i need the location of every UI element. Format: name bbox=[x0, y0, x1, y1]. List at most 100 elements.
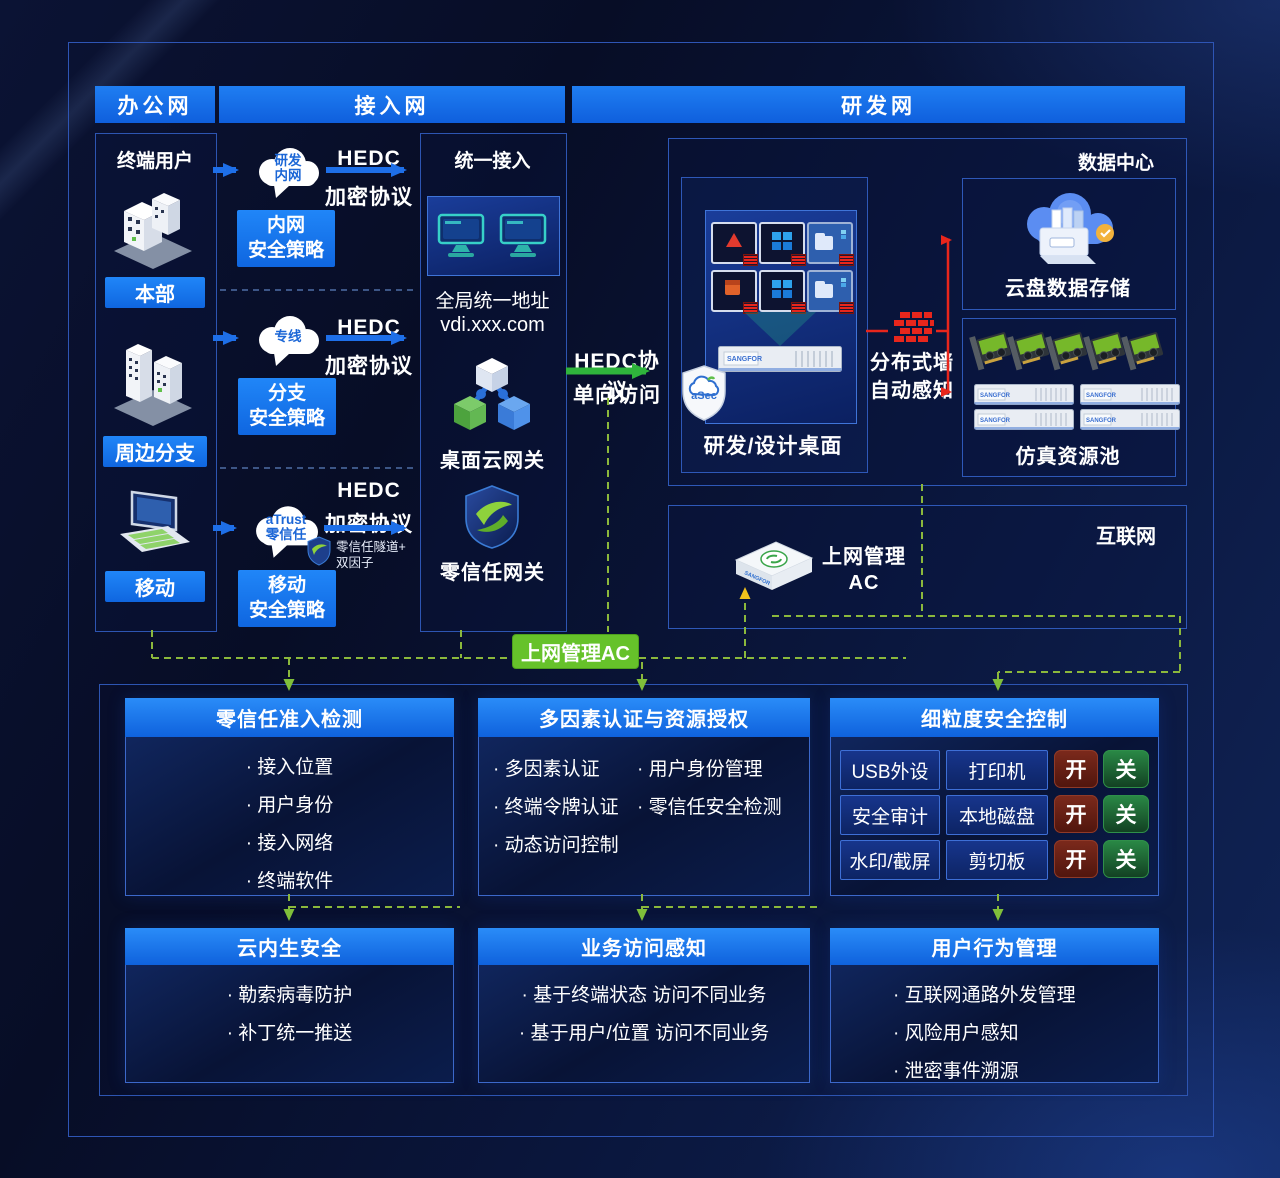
distributed-wall-line2: 自动感知 bbox=[870, 380, 954, 402]
desktop-cloud-gateway-label: 桌面云网关 bbox=[440, 450, 545, 472]
panel-zero-trust-admission: 零信任准入检测 接入位置 用户身份 接入网络 终端软件 bbox=[125, 698, 454, 896]
zero-trust-gateway-label: 零信任网关 bbox=[440, 562, 545, 584]
toggle-on-row3[interactable]: 开 bbox=[1054, 840, 1098, 878]
datacenter-label: 数据中心 bbox=[1077, 153, 1154, 174]
tunnel-note-line2: 双因子 bbox=[336, 556, 374, 570]
svg-text:SANGFOR: SANGFOR bbox=[980, 418, 1011, 424]
hedc-label-3: HEDC bbox=[337, 479, 401, 502]
tunnel-shield-icon bbox=[307, 536, 331, 566]
desktop-screen-folder-icon-2 bbox=[807, 270, 854, 314]
pool-server-icon: SANGFOR bbox=[974, 384, 1074, 405]
chip-printer: 打印机 bbox=[946, 750, 1048, 790]
list-item: 接入位置 bbox=[126, 752, 453, 779]
firewall-brick-icon bbox=[894, 312, 934, 342]
list-item: 终端软件 bbox=[126, 866, 453, 893]
global-address-label: 全局统一地址 bbox=[435, 291, 550, 312]
node-headquarters-label: 本部 bbox=[135, 284, 175, 306]
projection-beam bbox=[744, 312, 816, 346]
panel-mfa-authorization: 多因素认证与资源授权 多因素认证 终端令牌认证 动态访问控制 用户身份管理 零信… bbox=[478, 698, 810, 896]
list-item: 风险用户感知 bbox=[893, 1018, 1158, 1045]
list-item: 基于用户/位置 访问不同业务 bbox=[479, 1018, 809, 1045]
node-mobile: 移动 bbox=[105, 571, 205, 602]
list-item: 零信任安全检测 bbox=[637, 792, 809, 819]
toggle-off-row1[interactable]: 关 bbox=[1103, 750, 1149, 788]
toggle-off-row2[interactable]: 关 bbox=[1103, 795, 1149, 833]
mfa-right-list: 用户身份管理 零信任安全检测 bbox=[637, 754, 809, 830]
pool-server-icon-4: SANGFOR bbox=[1080, 409, 1180, 430]
branch-policy-box: 分支安全策略 bbox=[238, 378, 336, 435]
ac-label-line1: 上网管理 bbox=[822, 546, 906, 568]
header-rnd-label: 研发网 bbox=[841, 94, 916, 118]
intranet-cloud-icon: 研发内网 bbox=[250, 142, 326, 204]
intranet-cloud-line1: 研发 bbox=[274, 153, 302, 168]
toggle-off-row3[interactable]: 关 bbox=[1103, 840, 1149, 878]
zero-trust-admission-list: 接入位置 用户身份 接入网络 终端软件 bbox=[126, 752, 453, 904]
panel-mfa-title: 多因素认证与资源授权 bbox=[478, 698, 810, 737]
desktop-screen-folder-icon bbox=[807, 222, 854, 266]
terminal-users-title: 终端用户 bbox=[116, 151, 193, 172]
list-item: 多因素认证 bbox=[493, 754, 669, 781]
toggle-on-row1[interactable]: 开 bbox=[1054, 750, 1098, 788]
svg-text:SANGFOR: SANGFOR bbox=[1086, 418, 1117, 424]
list-item: 接入网络 bbox=[126, 828, 453, 855]
chip-clipboard: 剪切板 bbox=[946, 840, 1048, 880]
mobile-policy-box: 移动安全策略 bbox=[238, 570, 336, 627]
desktop-screen-windows-icon-2 bbox=[759, 270, 806, 314]
asec-shield-icon bbox=[682, 365, 726, 421]
cloud-storage-icon bbox=[1027, 193, 1114, 264]
hedc-label-1: HEDC bbox=[337, 147, 401, 170]
svg-text:SANGFOR: SANGFOR bbox=[1086, 393, 1117, 399]
hedc-protocol-label-3: 加密协议 bbox=[325, 513, 413, 536]
toggle-on-row2[interactable]: 开 bbox=[1054, 795, 1098, 833]
firewall-chip-icon bbox=[839, 302, 854, 314]
list-item: 勒索病毒防护 bbox=[126, 980, 453, 1007]
desktop-screen-windows-icon bbox=[759, 222, 806, 266]
user-behavior-list: 互联网通路外发管理 风险用户感知 泄密事件溯源 bbox=[893, 980, 1158, 1094]
list-item: 泄密事件溯源 bbox=[893, 1056, 1158, 1083]
unified-access-title: 统一接入 bbox=[454, 151, 531, 172]
asec-label: aSec bbox=[691, 390, 717, 402]
header-office-network: 办公网 bbox=[95, 86, 215, 123]
vdi-monitor-icon bbox=[437, 213, 485, 257]
firewall-chip-icon bbox=[791, 254, 806, 266]
hedc-protocol-label-2: 加密协议 bbox=[325, 355, 413, 378]
panel-business-access: 业务访问感知 基于终端状态 访问不同业务 基于用户/位置 访问不同业务 bbox=[478, 928, 810, 1083]
desktop-screen-3d-icon bbox=[711, 270, 758, 314]
pool-server-icon-3: SANGFOR bbox=[974, 409, 1074, 430]
header-access-network: 接入网 bbox=[219, 86, 565, 123]
hedc-oneway-line2: 单向访问 bbox=[573, 384, 661, 407]
svg-text:SANGFOR: SANGFOR bbox=[727, 356, 762, 363]
chip-audit: 安全审计 bbox=[840, 795, 940, 835]
list-item: 用户身份管理 bbox=[637, 754, 809, 781]
atrust-cloud-line1: aTrust bbox=[265, 512, 307, 527]
firewall-chip-icon bbox=[839, 254, 854, 266]
cloud-storage-caption: 云盘数据存储 bbox=[1005, 278, 1131, 300]
vdi-address: vdi.xxx.com bbox=[440, 314, 545, 336]
gpu-cards-icons bbox=[969, 327, 1166, 371]
list-item: 基于终端状态 访问不同业务 bbox=[479, 980, 809, 1007]
chip-watermark: 水印/截屏 bbox=[840, 840, 940, 880]
list-item: 用户身份 bbox=[126, 790, 453, 817]
list-item: 补丁统一推送 bbox=[126, 1018, 453, 1045]
svg-text:SANGFOR: SANGFOR bbox=[980, 393, 1011, 399]
distributed-wall-line1: 分布式墙 bbox=[870, 352, 954, 374]
list-item: 终端令牌认证 bbox=[493, 792, 669, 819]
rnd-desktop-caption: 研发/设计桌面 bbox=[703, 435, 843, 458]
vdi-monitor-icon-2 bbox=[499, 213, 547, 257]
node-headquarters: 本部 bbox=[105, 277, 205, 308]
panel-cloud-native-title: 云内生安全 bbox=[125, 928, 454, 965]
panel-fine-grained-title: 细粒度安全控制 bbox=[830, 698, 1159, 737]
business-access-list: 基于终端状态 访问不同业务 基于用户/位置 访问不同业务 bbox=[479, 980, 809, 1056]
panel-user-behavior-title: 用户行为管理 bbox=[830, 928, 1159, 965]
hedc-label-2: HEDC bbox=[337, 316, 401, 339]
header-rnd-network: 研发网 bbox=[572, 86, 1185, 123]
panel-business-access-title: 业务访问感知 bbox=[478, 928, 810, 965]
list-item: 互联网通路外发管理 bbox=[893, 980, 1158, 1007]
header-office-label: 办公网 bbox=[117, 94, 193, 118]
leased-line-cloud-label: 专线 bbox=[274, 328, 302, 344]
firewall-chip-icon bbox=[743, 302, 758, 314]
chip-usb: USB外设 bbox=[840, 750, 940, 790]
tunnel-note-line1: 零信任隧道+ bbox=[336, 540, 406, 554]
